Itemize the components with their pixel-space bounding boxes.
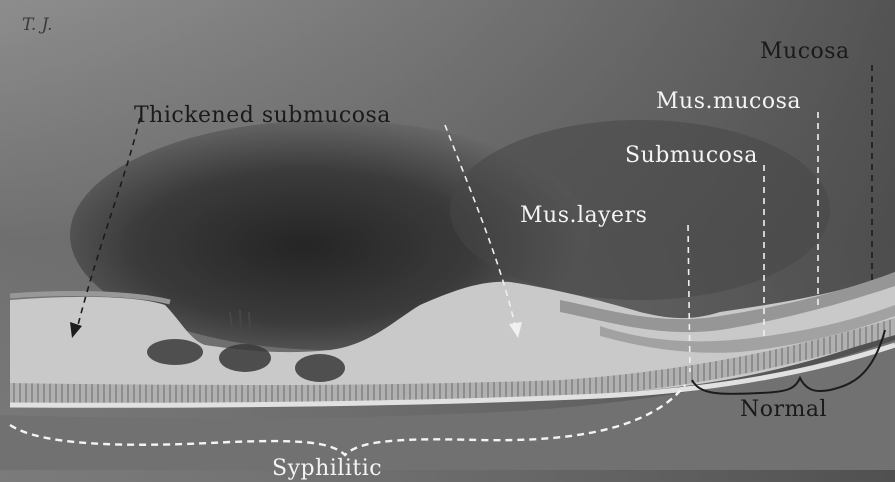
- label-normal: Normal: [740, 397, 827, 422]
- label-thickened-submucosa: Thickened submucosa: [134, 103, 391, 128]
- artist-signature: T. J.: [22, 15, 53, 35]
- label-submucosa: Submucosa: [625, 143, 758, 168]
- label-mus-mucosa: Mus.mucosa: [656, 89, 801, 114]
- label-mus-layers: Mus.layers: [520, 203, 647, 228]
- label-mucosa: Mucosa: [760, 39, 850, 64]
- label-syphilitic: Syphilitic: [272, 456, 382, 481]
